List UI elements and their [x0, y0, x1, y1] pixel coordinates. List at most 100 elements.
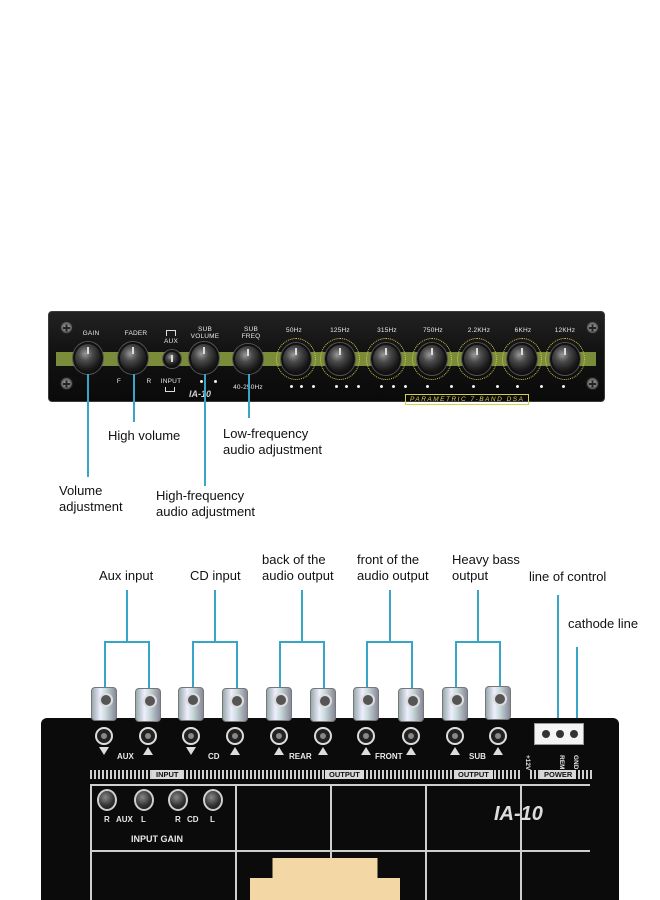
band-knob-6khz[interactable]: [507, 343, 537, 375]
sub-r-jack[interactable]: [446, 727, 464, 745]
band-label-12khz: 12KHz: [554, 327, 576, 334]
aux-r-gain-knob[interactable]: [97, 789, 117, 811]
screw-icon: [60, 321, 73, 334]
band-knob-315hz[interactable]: [371, 343, 401, 375]
rear-callout-stem: [301, 590, 303, 642]
band-label-125hz: 125Hz: [330, 327, 350, 334]
power-gnd-label: GND: [572, 755, 579, 770]
sub-l-rca-plug: [485, 686, 511, 720]
high-freq-annotation: High-frequency audio adjustment: [156, 488, 256, 519]
front-callout-leg: [411, 641, 413, 689]
rear-model-logo: IA-10: [494, 803, 543, 825]
band-ring-12khz: [545, 338, 585, 380]
cd-jack-label: CD: [208, 752, 220, 761]
power-rem-label: REM: [558, 755, 565, 770]
sub-callout-stem: [477, 590, 479, 642]
sub-output-section-label: OUTPUT: [454, 770, 493, 779]
cd-l-jack[interactable]: [226, 727, 244, 745]
power-terminal-block[interactable]: [534, 723, 584, 745]
terminal-screw-icon: [542, 730, 550, 738]
arrow-down-icon: [186, 747, 196, 755]
cathode-line-annotation: cathode line: [568, 616, 639, 631]
front-jack-label: FRONT: [375, 752, 403, 761]
shield-emblem: [250, 858, 400, 900]
terminal-screw-icon: [556, 730, 564, 738]
control-line-annotation: line of control: [529, 569, 607, 584]
cd-r-jack[interactable]: [182, 727, 200, 745]
led-indicator: [392, 385, 395, 388]
rear-callout-leg: [279, 641, 281, 689]
cd-r-gain-knob[interactable]: [168, 789, 188, 811]
led-indicator: [380, 385, 383, 388]
input-bracket: [165, 387, 175, 392]
aux-label: AUX: [164, 338, 178, 345]
band-knob-125hz[interactable]: [325, 343, 355, 375]
rear-r-jack[interactable]: [270, 727, 288, 745]
band-knob-12khz[interactable]: [550, 343, 580, 375]
band-knob-2-2khz[interactable]: [462, 343, 492, 375]
grid-line: [90, 784, 590, 786]
band-ring-6khz: [502, 338, 542, 380]
front-r-jack[interactable]: [357, 727, 375, 745]
band-ring-2-2khz: [457, 338, 497, 380]
rear-callout-leg: [323, 641, 325, 689]
sub-callout-bar: [455, 641, 501, 643]
input-section-label: INPUT: [152, 770, 183, 779]
led-indicator: [312, 385, 315, 388]
control-callout-line: [557, 595, 559, 723]
aux-l-rca-plug: [135, 688, 161, 722]
front-l-jack[interactable]: [402, 727, 420, 745]
front-r-rca-plug: [353, 687, 379, 721]
front-callout-bar: [366, 641, 413, 643]
screw-icon: [586, 321, 599, 334]
rear-l-jack[interactable]: [314, 727, 332, 745]
cd-l-gain-knob[interactable]: [203, 789, 223, 811]
band-ring-50hz: [276, 338, 316, 380]
gain-label-aux-r: R: [104, 815, 110, 824]
grid-line: [520, 784, 522, 900]
aux-input-button[interactable]: [163, 350, 181, 368]
led-indicator: [214, 380, 217, 383]
led-indicator: [450, 385, 453, 388]
aux-callout-stem: [126, 590, 128, 642]
band-ring-750hz: [412, 338, 452, 380]
gain-knob[interactable]: [73, 342, 103, 374]
rear-callout-bar: [279, 641, 325, 643]
cd-callout-bar: [192, 641, 238, 643]
aux-l-gain-knob[interactable]: [134, 789, 154, 811]
sub-range-label: 40-250Hz: [228, 384, 268, 391]
led-indicator: [496, 385, 499, 388]
band-knob-750hz[interactable]: [417, 343, 447, 375]
aux-l-jack[interactable]: [139, 727, 157, 745]
band-label-750hz: 750Hz: [423, 327, 443, 334]
band-label-2-2khz: 2.2KHz: [467, 327, 491, 334]
terminal-screw-icon: [570, 730, 578, 738]
led-indicator: [404, 385, 407, 388]
aux-input-annotation: Aux input: [99, 568, 154, 583]
gain-label: GAIN: [82, 330, 100, 337]
band-label-50hz: 50Hz: [286, 327, 302, 334]
led-indicator: [562, 385, 565, 388]
sub-callout-leg: [455, 641, 457, 689]
aux-r-jack[interactable]: [95, 727, 113, 745]
sub-freq-knob[interactable]: [233, 344, 263, 374]
rear-output-annotation: back of the audio output: [262, 552, 334, 583]
input-label: INPUT: [160, 378, 182, 385]
sub-volume-knob[interactable]: [189, 342, 219, 374]
sub-volume-label: SUB VOLUME: [190, 326, 220, 340]
gain-label-cd: CD: [187, 815, 199, 824]
fader-knob[interactable]: [118, 342, 148, 374]
screw-icon: [60, 377, 73, 390]
arrow-up-icon: [230, 747, 240, 755]
gain-label-cd-r: R: [175, 815, 181, 824]
grid-line: [330, 784, 332, 900]
sub-l-jack[interactable]: [489, 727, 507, 745]
band-knob-50hz[interactable]: [281, 343, 311, 375]
arrow-up-icon: [143, 747, 153, 755]
rear-r-rca-plug: [266, 687, 292, 721]
aux-callout-leg: [148, 641, 150, 689]
section-label-bar: [90, 770, 522, 779]
arrow-up-icon: [274, 747, 284, 755]
low-freq-callout-line: [248, 374, 250, 418]
band-ring-315hz: [366, 338, 406, 380]
